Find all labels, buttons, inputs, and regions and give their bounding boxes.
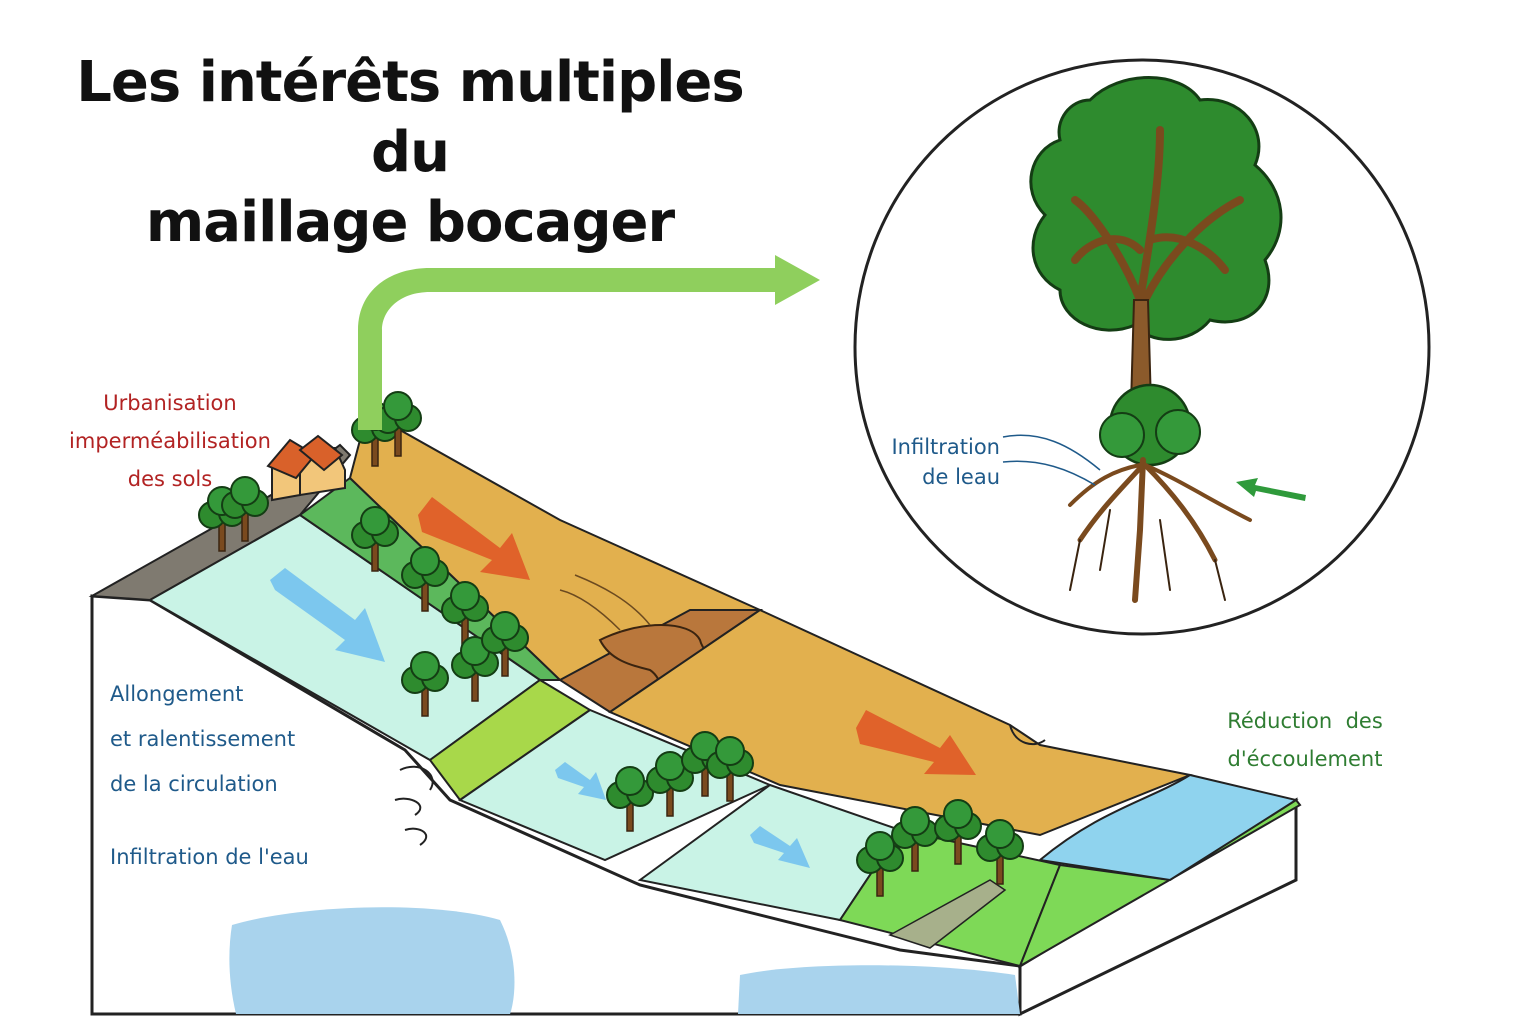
- small-green-arrow: [1236, 478, 1306, 501]
- tree-icon: [1029, 76, 1283, 467]
- crop-field-lower: [607, 608, 1194, 837]
- path-strip: [888, 879, 1007, 949]
- label-reduction: Réduction des d'éccoulement: [1227, 709, 1383, 771]
- title-line-2: maillage bocager: [145, 190, 675, 255]
- river: [1037, 773, 1299, 882]
- water-pool-icon: [229, 907, 515, 1014]
- water-pool-icon: [738, 965, 1020, 1014]
- label-infiltration-circle: Infiltration de leau: [891, 435, 1000, 489]
- block-left-face: [90, 594, 1022, 1016]
- label-urbanisation: Urbanisation imperméabilisation des sols: [69, 391, 271, 491]
- label-infiltration-left: Infiltration de l'eau: [110, 845, 309, 869]
- erosion-arrow: [418, 497, 976, 775]
- water-flow-arrow: [270, 568, 810, 868]
- page-title: Les intérêts multiples du maillage bocag…: [40, 48, 780, 258]
- label-allongement: Allongement et ralentissement de la circ…: [110, 682, 296, 796]
- title-line-1: Les intérêts multiples du: [76, 50, 744, 185]
- root-icon: [1068, 457, 1252, 603]
- curved-arrow-icon: [358, 255, 820, 430]
- house-icon: [266, 434, 346, 502]
